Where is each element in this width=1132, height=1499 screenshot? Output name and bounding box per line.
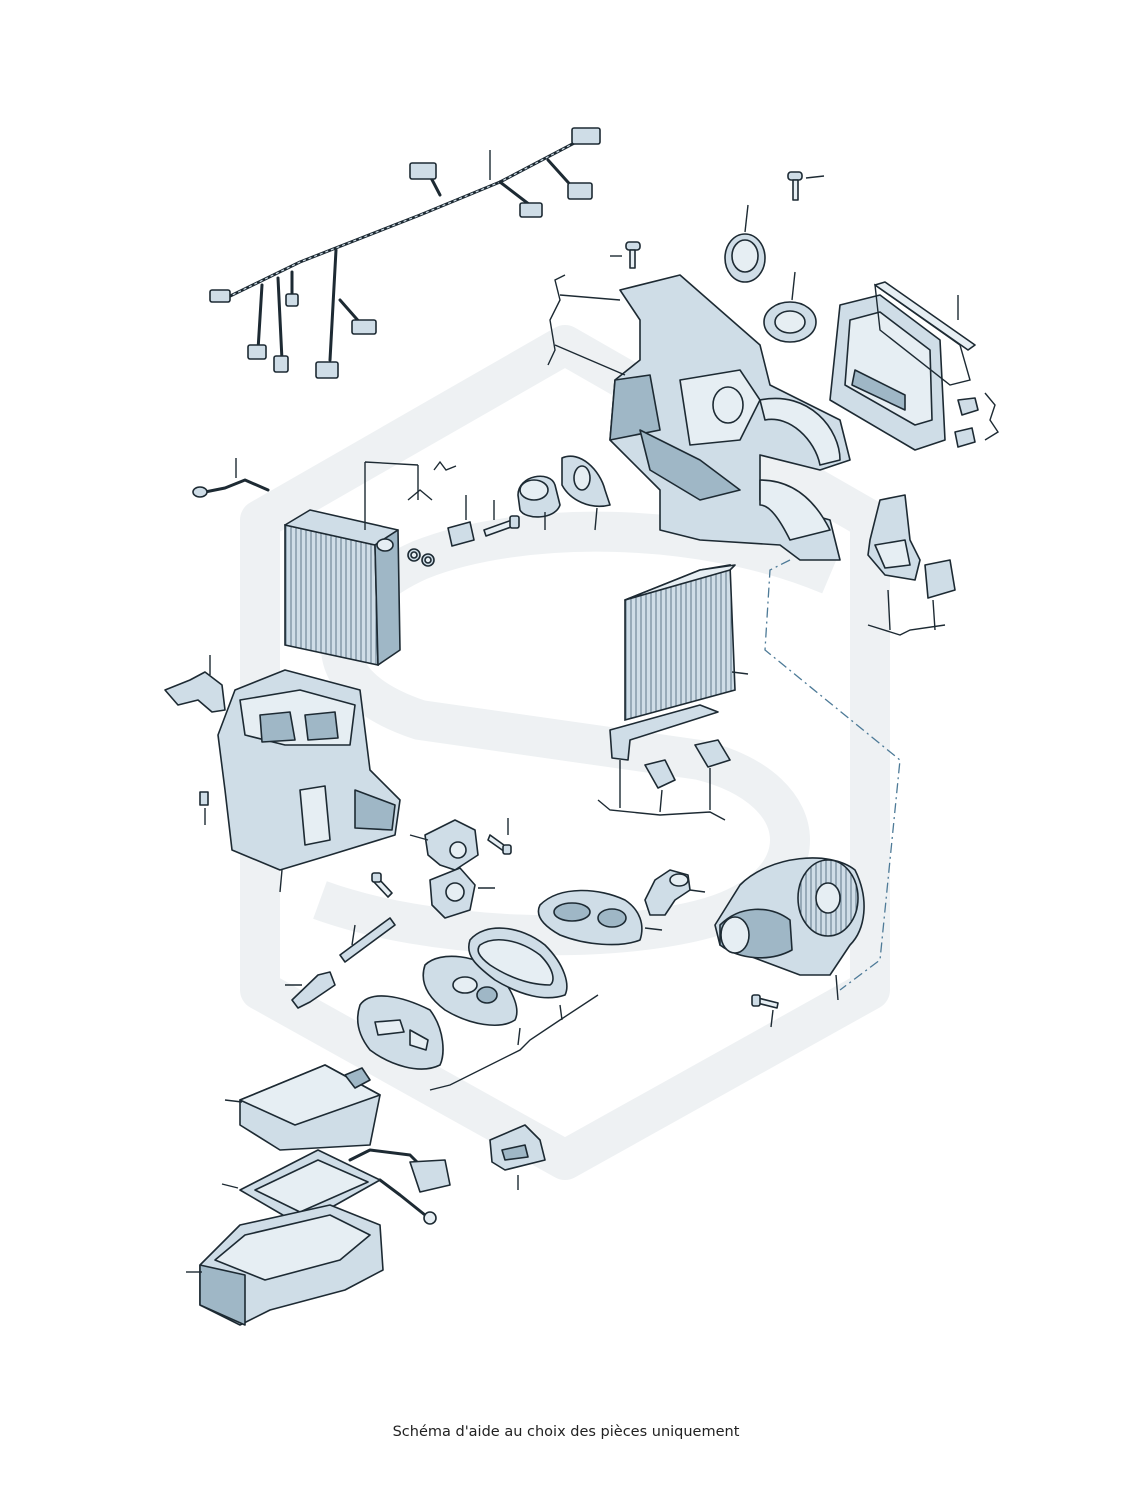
blower-motor[interactable]	[714, 857, 865, 1001]
servo-motor-right[interactable]	[867, 559, 956, 636]
wiring-harness[interactable]	[209, 127, 601, 379]
heater-housing[interactable]	[199, 669, 401, 893]
lower-filter[interactable]	[221, 1149, 381, 1226]
gasket-3[interactable]	[429, 927, 599, 1091]
screw-top[interactable]	[610, 241, 641, 269]
mounting-bracket[interactable]	[164, 655, 226, 713]
flap-cover-plate[interactable]	[429, 867, 495, 919]
dual-outlet-duct[interactable]	[537, 889, 663, 946]
air-inlet-frame[interactable]	[829, 281, 976, 451]
screw-lower[interactable]	[371, 872, 393, 898]
blower-control-unit[interactable]	[489, 1124, 546, 1190]
elbow-pipe[interactable]	[644, 869, 706, 916]
screw-top-right[interactable]	[787, 171, 825, 201]
blower-screw[interactable]	[751, 994, 779, 1028]
expansion-valve[interactable]	[447, 495, 475, 547]
valve-bolt[interactable]	[483, 500, 520, 537]
temperature-sensor[interactable]	[192, 458, 270, 498]
actuator-cover[interactable]	[724, 204, 766, 283]
duct-gasket[interactable]	[561, 455, 611, 531]
screw-middle[interactable]	[487, 818, 512, 855]
small-clips[interactable]	[954, 392, 999, 448]
heater-core[interactable]	[224, 1064, 381, 1151]
flap-housing-right[interactable]	[867, 494, 921, 581]
filter-frame-clips[interactable]	[597, 704, 731, 821]
o-rings[interactable]	[407, 460, 457, 567]
linkage-rod[interactable]	[339, 917, 396, 963]
gasket-1[interactable]	[356, 995, 444, 1070]
pollen-filter[interactable]	[624, 564, 749, 722]
oval-seal[interactable]	[763, 271, 817, 343]
diagram-caption: Schéma d'aide au choix des pièces unique…	[392, 1424, 740, 1440]
series-resistor-wire[interactable]	[348, 1148, 451, 1225]
duct-sleeve[interactable]	[517, 475, 561, 530]
bottom-tray[interactable]	[186, 1204, 384, 1326]
linkage-lever[interactable]	[285, 971, 336, 1009]
air-distribution-housing[interactable]	[547, 274, 851, 561]
evaporator[interactable]	[284, 461, 419, 666]
flap-lever-assembly[interactable]	[409, 819, 479, 871]
